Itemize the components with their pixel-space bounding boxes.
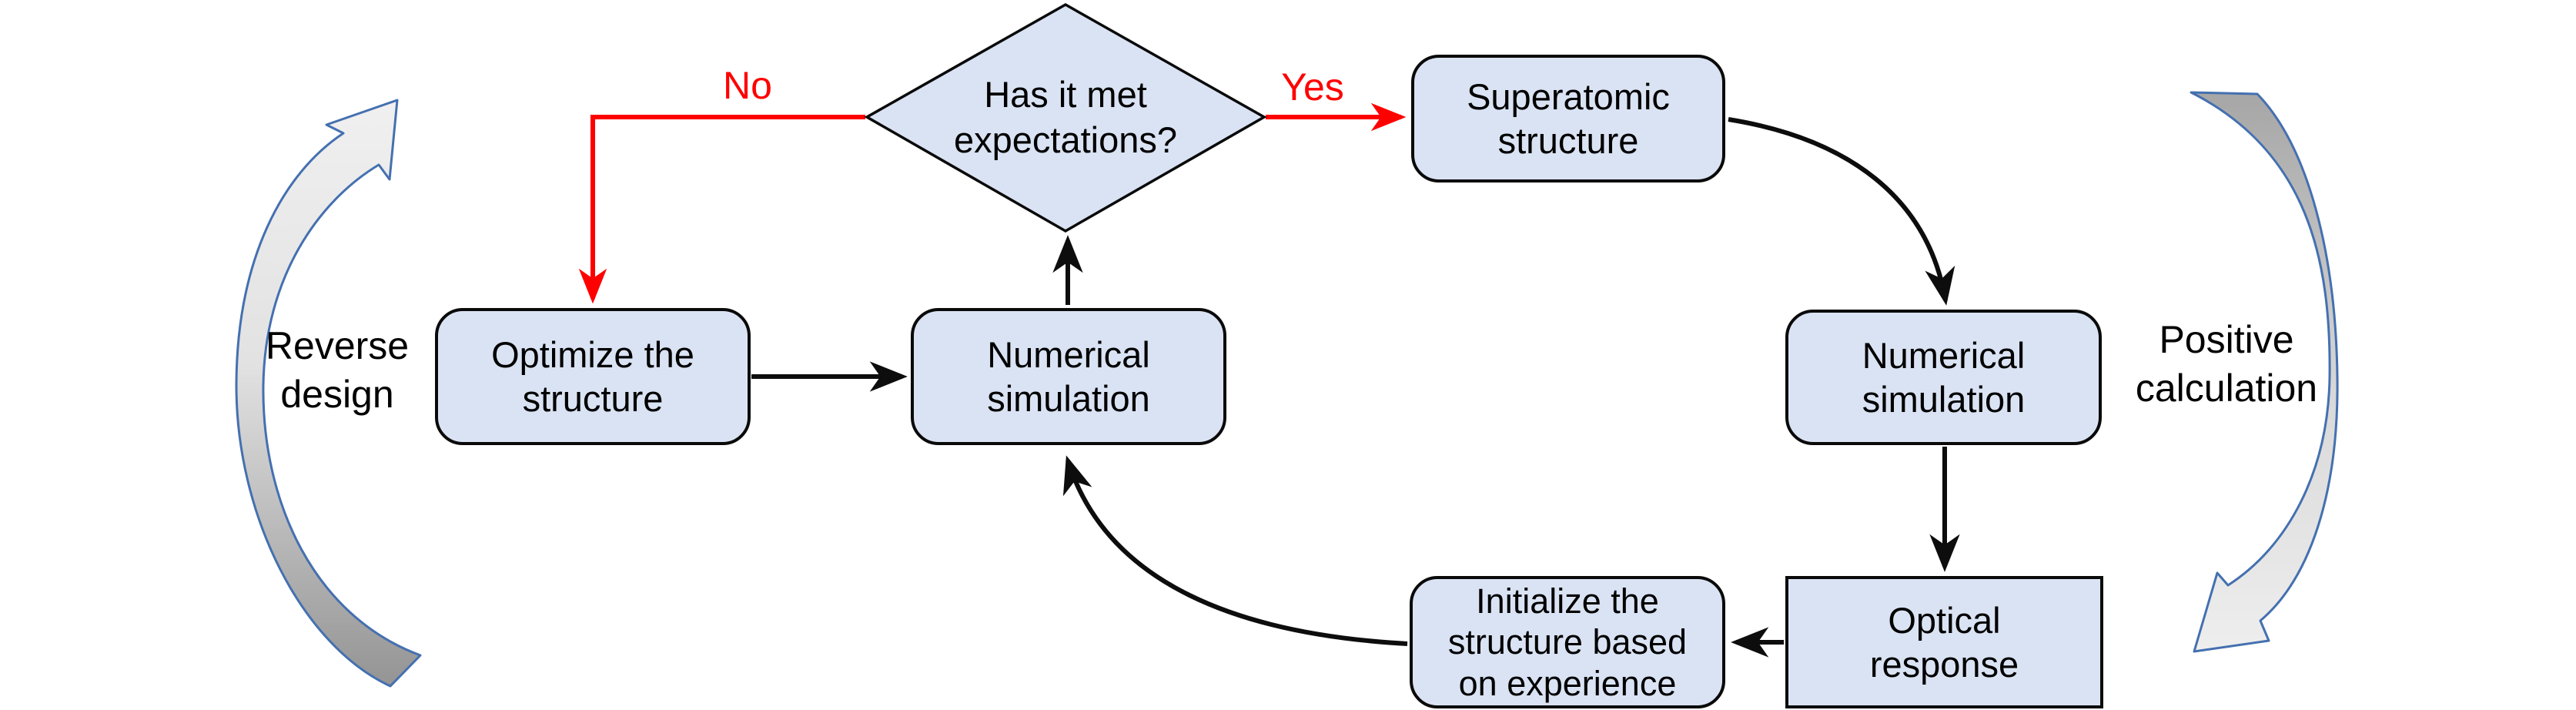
node-optimize-the-structure: Optimize the structure (435, 308, 751, 445)
node-label: Superatomic structure (1467, 75, 1670, 161)
decision-label: Has it met expectations? (953, 74, 1178, 160)
node-label: Numerical simulation (987, 333, 1150, 419)
flow-arrow-initialize-to-simulation (1062, 455, 1408, 646)
node-label: Initialize the structure based on experi… (1447, 581, 1688, 703)
no-branch-label: No (723, 64, 772, 107)
flow-arrow-superatomic-to-simulation (1728, 117, 1955, 306)
node-superatomic-structure: Superatomic structure (1411, 55, 1725, 183)
node-label: Optimize the structure (491, 333, 694, 419)
node-label: Numerical simulation (1862, 334, 2026, 420)
decision-diamond: Has it met expectations? (896, 45, 1235, 191)
yes-branch-label: Yes (1281, 65, 1344, 109)
node-optical-response: Optical response (1785, 576, 2103, 708)
node-initialize-structure: Initialize the structure based on experi… (1410, 576, 1725, 708)
reverse-design-curved-arrow-icon (235, 99, 422, 688)
reverse-design-label: Reverse design (265, 324, 410, 416)
node-numerical-simulation-left: Numerical simulation (911, 308, 1226, 445)
node-numerical-simulation-right: Numerical simulation (1785, 310, 2102, 445)
decision-diamond-shape (864, 2, 1267, 233)
no-branch-arrow (578, 115, 865, 304)
node-label: Optical response (1869, 599, 2019, 685)
positive-calculation-label: Positive calculation (2135, 318, 2318, 410)
positive-calculation-curved-arrow-icon (2190, 91, 2339, 653)
